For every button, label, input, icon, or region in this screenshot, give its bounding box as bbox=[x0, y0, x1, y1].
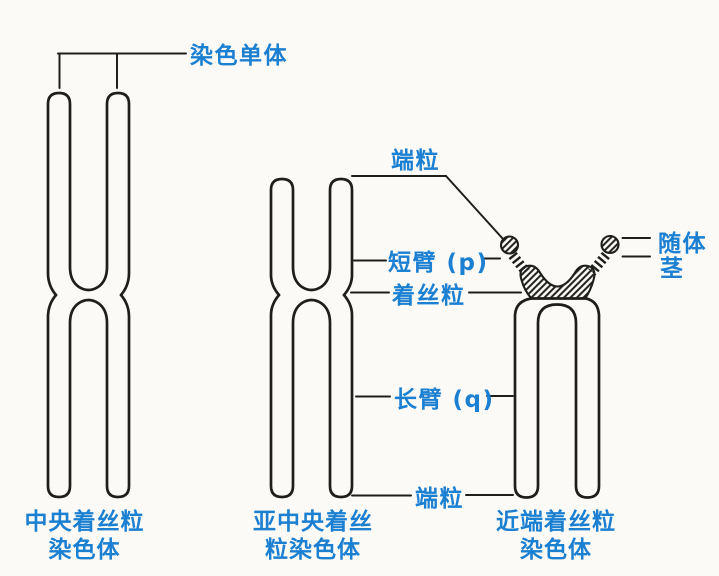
right-stalk bbox=[588, 251, 610, 276]
acrocentric-caption-line1: 近端着丝粒 bbox=[496, 508, 616, 535]
submetacentric-chromosome bbox=[269, 177, 354, 499]
telomere-to-satellite-diagonal bbox=[445, 175, 505, 241]
submetacentric-caption-line2: 粒染色体 bbox=[265, 536, 361, 563]
right-satellite-knob bbox=[600, 234, 620, 255]
submetacentric-bottom-half-outline bbox=[269, 293, 354, 499]
chromatid-bracket bbox=[57, 52, 187, 89]
metacentric-chromosome bbox=[46, 91, 131, 499]
telomere-bottom-label: 端粒 bbox=[415, 485, 464, 512]
metacentric-caption-line2: 染色体 bbox=[49, 536, 121, 563]
acrocentric-centromere-band bbox=[519, 264, 596, 300]
centromere-label: 着丝粒 bbox=[392, 282, 466, 309]
acrocentric-body-outline bbox=[513, 297, 601, 499]
acrocentric-chromosome bbox=[499, 234, 620, 499]
acrocentric-caption-line2: 染色体 bbox=[520, 536, 592, 563]
metacentric-caption-line1: 中央着丝粒 bbox=[25, 508, 145, 535]
metacentric-bottom-half-outline bbox=[46, 293, 131, 499]
left-stalk bbox=[508, 251, 530, 276]
satellite-label: 随体 bbox=[658, 230, 707, 257]
metacentric-top-half-outline bbox=[46, 91, 131, 297]
submetacentric-caption-line1: 亚中央着丝 bbox=[253, 508, 373, 535]
telomere-top-label: 端粒 bbox=[391, 147, 440, 174]
annotation-labels: 染色单体 端粒 短臂 (p) 着丝粒 随体 茎 长臂 (q) 端粒 bbox=[190, 42, 707, 512]
left-satellite-knob bbox=[499, 235, 520, 255]
submetacentric-top-half-outline bbox=[269, 177, 354, 297]
chromatid-label: 染色单体 bbox=[190, 42, 288, 69]
long-arm-label: 长臂 (q) bbox=[394, 386, 495, 413]
short-arm-label: 短臂 (p) bbox=[388, 249, 489, 276]
stalk-label: 茎 bbox=[660, 256, 685, 282]
annotation-lines bbox=[57, 52, 651, 497]
chromosome-captions: 中央着丝粒 染色体 亚中央着丝 粒染色体 近端着丝粒 染色体 bbox=[25, 508, 616, 563]
